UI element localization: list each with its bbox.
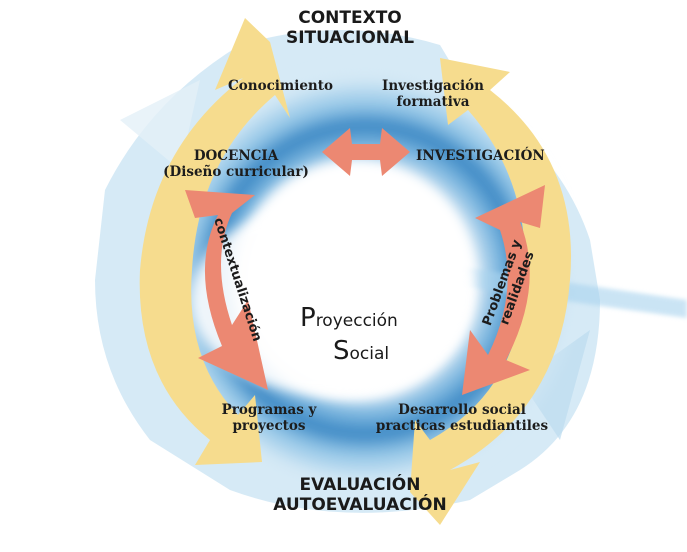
label-docencia-line2: (Diseño curricular) xyxy=(163,164,309,181)
label-investigacion-formativa: Investigación formativa xyxy=(368,78,498,110)
outer-arrow-right xyxy=(410,58,571,525)
label-programas: Programas y proyectos xyxy=(204,402,334,434)
center-s-rest: ocial xyxy=(349,344,390,364)
evaluation-title: EVALUACIÓN AUTOEVALUACIÓN xyxy=(245,475,475,516)
double-arrow xyxy=(322,128,410,176)
center-p-cap: P xyxy=(300,303,316,333)
label-investigacion-formativa-line2: formativa xyxy=(396,94,470,111)
problems-arrow xyxy=(462,185,545,395)
label-investigacion-formativa-line1: Investigación xyxy=(382,78,484,94)
label-investigacion: INVESTIGACIÓN xyxy=(416,148,545,164)
evaluation-title-line1: EVALUACIÓN xyxy=(299,475,421,495)
center-title-proyeccion: Proyección xyxy=(300,303,398,333)
evaluation-title-line2: AUTOEVALUACIÓN xyxy=(273,495,447,516)
center-s-cap: S xyxy=(333,336,350,366)
label-docencia-line1: DOCENCIA xyxy=(193,148,279,164)
center-p-rest: royección xyxy=(315,311,398,331)
label-docencia: DOCENCIA (Diseño curricular) xyxy=(146,148,326,180)
label-desarrollo-line2: practicas estudiantiles xyxy=(375,418,549,435)
label-desarrollo-social: Desarrollo social practicas estudiantile… xyxy=(362,402,562,434)
contextualization-arrow xyxy=(185,190,268,390)
label-conocimiento: Conocimiento xyxy=(228,78,333,94)
outer-arrow-left xyxy=(139,18,290,465)
center-title-social: Social xyxy=(333,336,389,366)
label-programas-line1: Programas y xyxy=(221,402,317,418)
context-title-line1: CONTEXTO xyxy=(298,8,402,28)
inner-arrows xyxy=(185,128,545,395)
label-programas-line2: proyectos xyxy=(232,418,306,435)
context-title-line2: SITUACIONAL xyxy=(285,28,415,49)
context-title: CONTEXTO SITUACIONAL xyxy=(255,8,445,49)
outer-cycle-arrows xyxy=(139,18,571,525)
label-desarrollo-line1: Desarrollo social xyxy=(398,402,526,418)
